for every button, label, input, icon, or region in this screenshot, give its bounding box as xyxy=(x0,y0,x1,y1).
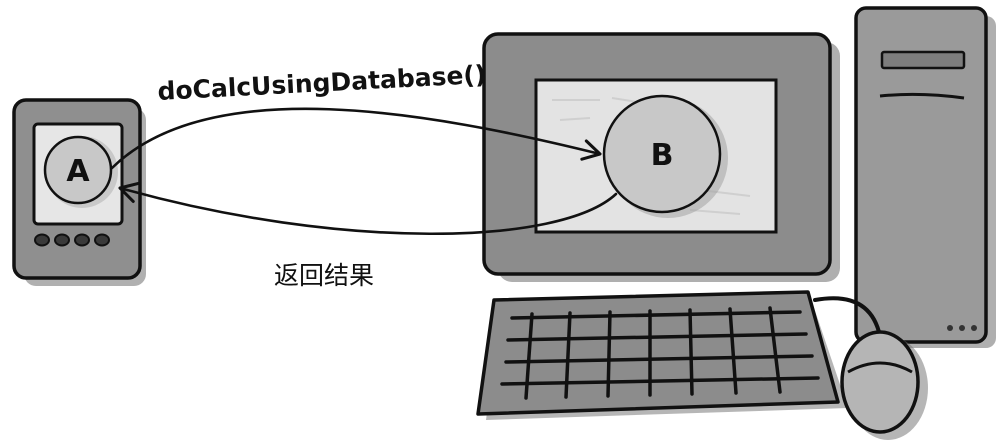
keyboard-keys xyxy=(500,306,820,400)
device-buttons xyxy=(34,233,110,247)
monitor: B xyxy=(482,32,840,282)
node-b: B xyxy=(602,94,728,218)
node-a: A xyxy=(43,135,118,208)
mouse xyxy=(813,296,928,440)
return-arrow xyxy=(118,181,618,236)
call-method-label: doCalcUsingDatabase() xyxy=(157,60,487,106)
keyboard xyxy=(476,290,848,420)
node-a-label: A xyxy=(66,154,90,189)
node-b-label: B xyxy=(651,138,674,173)
mouse-cable xyxy=(813,296,882,338)
handheld-device: A xyxy=(12,98,146,286)
call-arrow xyxy=(110,107,602,170)
computer-tower xyxy=(854,6,996,348)
return-result-label: 返回结果 xyxy=(274,261,374,290)
tower-vents xyxy=(947,325,977,331)
